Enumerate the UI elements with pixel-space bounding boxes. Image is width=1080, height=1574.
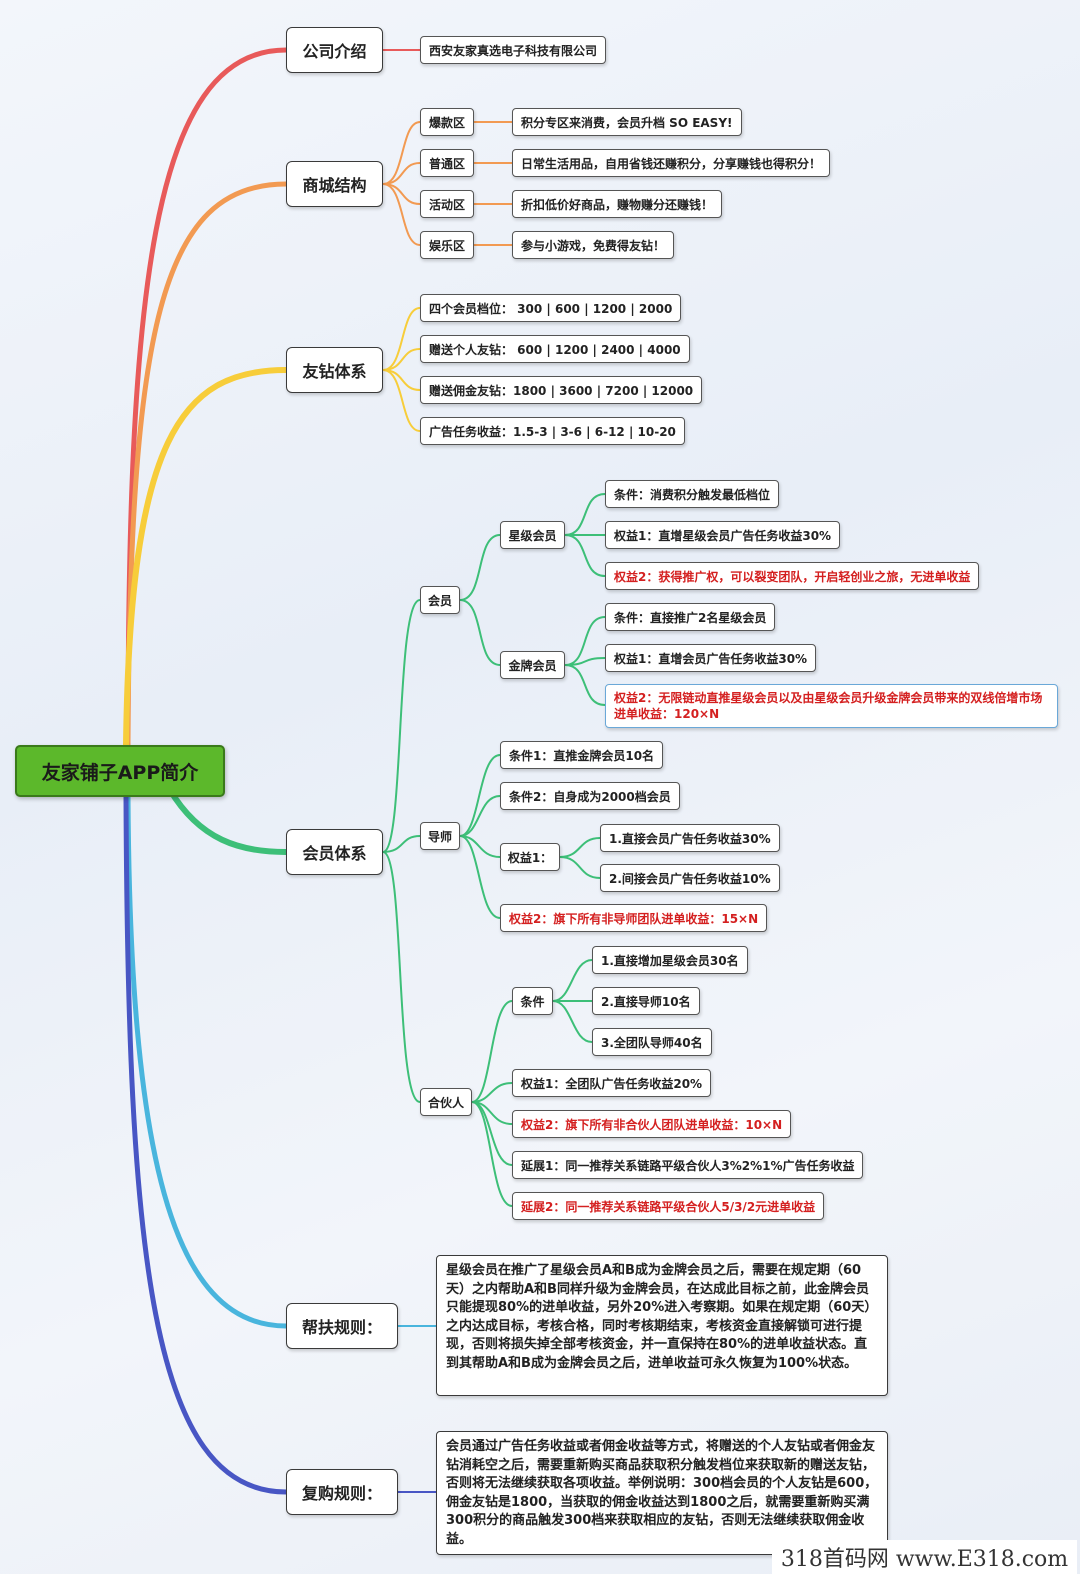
mall-zone-normal: 普通区 (420, 149, 474, 177)
mentor-benefit-1-indirect: 2.间接会员广告任务收益10% (600, 864, 780, 892)
member-system-node: 会员体系 (286, 829, 383, 875)
member-node: 会员 (420, 586, 460, 614)
mall-zone-hot: 爆款区 (420, 108, 474, 136)
diamond-item-ad-income: 广告任务收益：1.5-3 | 3-6 | 6-12 | 10-20 (420, 417, 685, 445)
mentor-benefit-2: 权益2：旗下所有非导师团队进单收益：15×N (500, 904, 768, 932)
gold-benefit-1: 权益1：直增会员广告任务收益30% (605, 644, 817, 672)
star-benefit-2: 权益2：获得推广权，可以裂变团队，开启轻创业之旅，无进单收益 (605, 562, 980, 590)
mentor-condition-1: 条件1：直推金牌会员10名 (500, 741, 664, 769)
company-node: 公司介绍 (286, 27, 383, 73)
mall-zone-fun-desc: 参与小游戏，免费得友钻！ (512, 231, 675, 259)
mentor-node: 导师 (420, 822, 460, 850)
site-watermark: 318首码网 www.E318.com (772, 1540, 1077, 1574)
star-condition: 条件：消费积分触发最低档位 (605, 480, 780, 508)
repurchase-rule-node: 复购规则： (286, 1469, 398, 1515)
star-benefit-1: 权益1：直增星级会员广告任务收益30% (605, 521, 841, 549)
mall-zone-event: 活动区 (420, 190, 474, 218)
branch-diamond (123, 367, 287, 746)
partner-benefit-1: 权益1：全团队广告任务收益20% (512, 1069, 712, 1097)
gold-benefit-2: 权益2：无限链动直推星级会员以及由星级会员升级金牌会员带来的双线倍增市场进单收益… (605, 684, 1058, 728)
mall-zone-fun: 娱乐区 (420, 231, 474, 259)
partner-extension-2: 延展2：同一推荐关系链路平级合伙人5/3/2元进单收益 (512, 1192, 825, 1220)
branch-company (125, 47, 287, 746)
branch-repurchase (123, 796, 287, 1495)
mall-zone-normal-desc: 日常生活用品，自用省钱还赚积分，分享赚钱也得积分！ (512, 149, 831, 177)
partner-condition-3: 3.全团队导师40名 (592, 1028, 712, 1056)
partner-condition-1: 1.直接增加星级会员30名 (592, 946, 748, 974)
mall-zone-hot-desc: 积分专区来消费，会员升档 SO EASY! (512, 108, 742, 136)
branch-member (167, 788, 287, 855)
diamond-item-personal: 赠送个人友钻： 600 | 1200 | 2400 | 4000 (420, 335, 690, 363)
mall-zone-event-desc: 折扣低价好商品，赚物赚分还赚钱！ (512, 190, 723, 218)
help-rule-node: 帮扶规则： (286, 1303, 398, 1349)
mentor-benefit-1-direct: 1.直接会员广告任务收益30% (600, 824, 780, 852)
branch-help (125, 796, 287, 1329)
diamond-item-commission: 赠送佣金友钻：1800 | 3600 | 7200 | 12000 (420, 376, 703, 404)
partner-extension-1: 延展1：同一推荐关系链路平级合伙人3%2%1%广告任务收益 (512, 1151, 864, 1179)
star-member-node: 星级会员 (500, 521, 565, 549)
partner-benefit-2: 权益2：旗下所有非合伙人团队进单收益：10×N (512, 1110, 792, 1138)
branch-mall (125, 181, 287, 746)
root-node: 友家铺子APP简介 (15, 745, 225, 797)
diamond-node: 友钻体系 (286, 347, 383, 393)
partner-node: 合伙人 (420, 1088, 472, 1116)
partner-condition-node: 条件 (512, 987, 553, 1015)
mall-node: 商城结构 (286, 161, 383, 207)
mentor-condition-2: 条件2：自身成为2000档会员 (500, 782, 680, 810)
partner-condition-2: 2.直接导师10名 (592, 987, 700, 1015)
diamond-item-tiers: 四个会员档位： 300 | 600 | 1200 | 2000 (420, 294, 682, 322)
mentor-benefit-1-node: 权益1： (500, 843, 560, 871)
gold-condition: 条件：直接推广2名星级会员 (605, 603, 776, 631)
help-rule-text: 星级会员在推广了星级会员A和B成为金牌会员之后，需要在规定期（60天）之内帮助A… (436, 1255, 888, 1396)
repurchase-rule-text: 会员通过广告任务收益或者佣金收益等方式，将赠送的个人友钻或者佣金友钻消耗空之后，… (436, 1431, 888, 1555)
company-name: 西安友家真选电子科技有限公司 (420, 36, 607, 64)
gold-member-node: 金牌会员 (500, 651, 565, 679)
